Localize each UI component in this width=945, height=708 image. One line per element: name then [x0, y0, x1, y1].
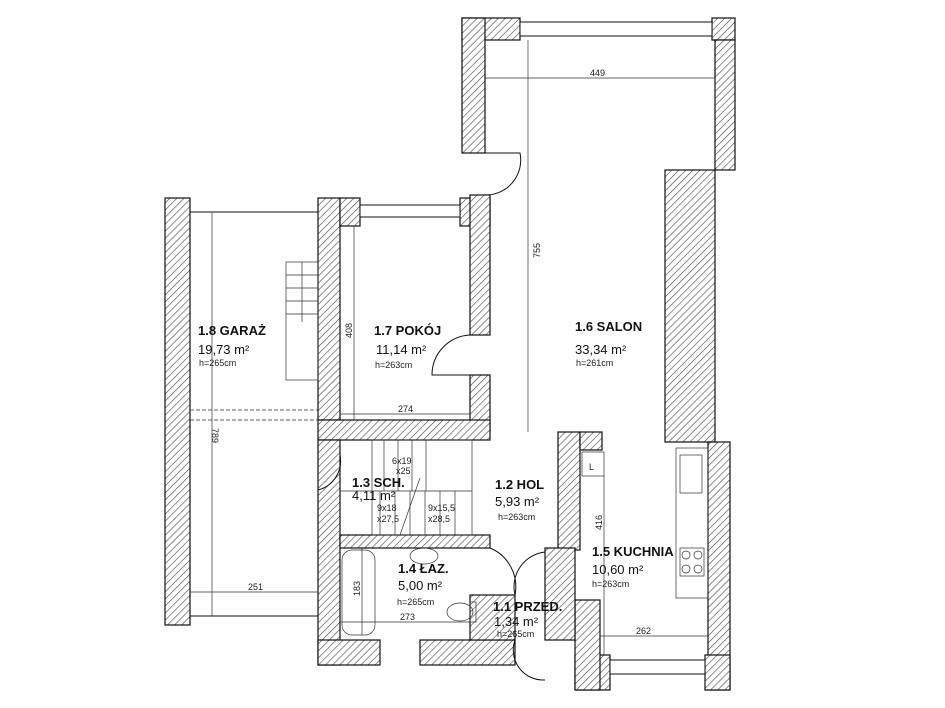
dim-salon-length: 755: [532, 243, 542, 258]
stairs-lower-right-count: 9x15,5: [428, 503, 455, 513]
svg-text:10,60 m²: 10,60 m²: [592, 562, 644, 577]
stove: [679, 547, 705, 577]
svg-text:4,11 m²: 4,11 m²: [352, 488, 396, 503]
dimension-labels: 449 755 408 274 789 251 183 273 416 262 …: [210, 68, 651, 636]
svg-text:5,93 m²: 5,93 m²: [495, 494, 540, 509]
svg-text:1.6 SALON: 1.6 SALON: [575, 319, 642, 334]
svg-text:1.1 PRZED.: 1.1 PRZED.: [493, 599, 562, 614]
svg-text:h=265cm: h=265cm: [397, 597, 434, 607]
fixtures: L: [341, 447, 709, 636]
dim-laz-length: 183: [352, 581, 362, 596]
dim-pokoj-width: 274: [398, 404, 413, 414]
svg-text:19,73 m²: 19,73 m²: [198, 342, 250, 357]
dim-salon-width: 449: [590, 68, 605, 78]
kitchen-label: L: [589, 462, 594, 472]
sink: [409, 547, 439, 565]
stairs-lower-left-count: 9x18: [377, 503, 397, 513]
walls: [164, 17, 736, 691]
room-kuchnia: 1.5 KUCHNIA 10,60 m² h=263cm: [592, 544, 674, 589]
room-schody: 1.3 SCH.4,11 m²: [352, 475, 405, 503]
svg-text:11,14 m²: 11,14 m²: [376, 342, 427, 357]
room-pokoj: 1.7 POKÓJ 11,14 m² h=263cm: [374, 323, 441, 370]
svg-text:1.8 GARAŻ: 1.8 GARAŻ: [198, 323, 266, 338]
dim-garaz-width: 251: [248, 582, 263, 592]
dim-laz-width: 273: [400, 612, 415, 622]
room-salon: 1.6 SALON 33,34 m²h=261cm: [575, 319, 642, 368]
svg-text:h=263cm: h=263cm: [592, 579, 629, 589]
stairs-upper-count: 6x19: [392, 456, 412, 466]
stairs-lower-right-tread: x28,5: [428, 514, 450, 524]
svg-text:1.5 KUCHNIA: 1.5 KUCHNIA: [592, 544, 674, 559]
stairs: [285, 261, 473, 536]
svg-text:1,34 m²: 1,34 m²: [494, 614, 539, 629]
dim-pokoj-length: 408: [344, 323, 354, 338]
kitchen-counter: [675, 447, 709, 599]
room-lazienka: 1.4 ŁAZ. 5,00 m² h=265cm: [397, 561, 449, 607]
room-garaz: 1.8 GARAŻ 19,73 m²h=265cm: [198, 323, 266, 368]
dim-kuchnia-length: 416: [594, 515, 604, 530]
dim-garaz-length: 789: [210, 428, 220, 443]
svg-text:33,34 m²: 33,34 m²: [575, 342, 627, 357]
svg-text:h=265cm: h=265cm: [199, 358, 236, 368]
svg-text:5,00 m²: 5,00 m²: [398, 578, 443, 593]
room-przedpokoj: 1.1 PRZED.1,34 m²h=265cm: [493, 599, 562, 639]
doors: [317, 152, 546, 681]
svg-text:1.4 ŁAZ.: 1.4 ŁAZ.: [398, 561, 449, 576]
svg-text:1.3 SCH.: 1.3 SCH.: [352, 475, 405, 490]
dimension-lines: [190, 40, 715, 655]
svg-text:1.2 HOL: 1.2 HOL: [495, 477, 544, 492]
svg-text:h=263cm: h=263cm: [375, 360, 412, 370]
room-hol: 1.2 HOL 5,93 m² h=263cm: [495, 477, 544, 522]
dim-kuchnia-width: 262: [636, 626, 651, 636]
toilet: [446, 602, 474, 622]
bathtub: [341, 549, 376, 636]
kitchen-sink: [679, 454, 703, 494]
stairs-lower-left-tread: x27,5: [377, 514, 399, 524]
svg-text:h=261cm: h=261cm: [576, 358, 613, 368]
stairs-upper-tread: x25: [396, 466, 411, 476]
svg-text:h=263cm: h=263cm: [498, 512, 535, 522]
svg-text:1.7 POKÓJ: 1.7 POKÓJ: [374, 323, 441, 338]
svg-text:h=265cm: h=265cm: [497, 629, 534, 639]
